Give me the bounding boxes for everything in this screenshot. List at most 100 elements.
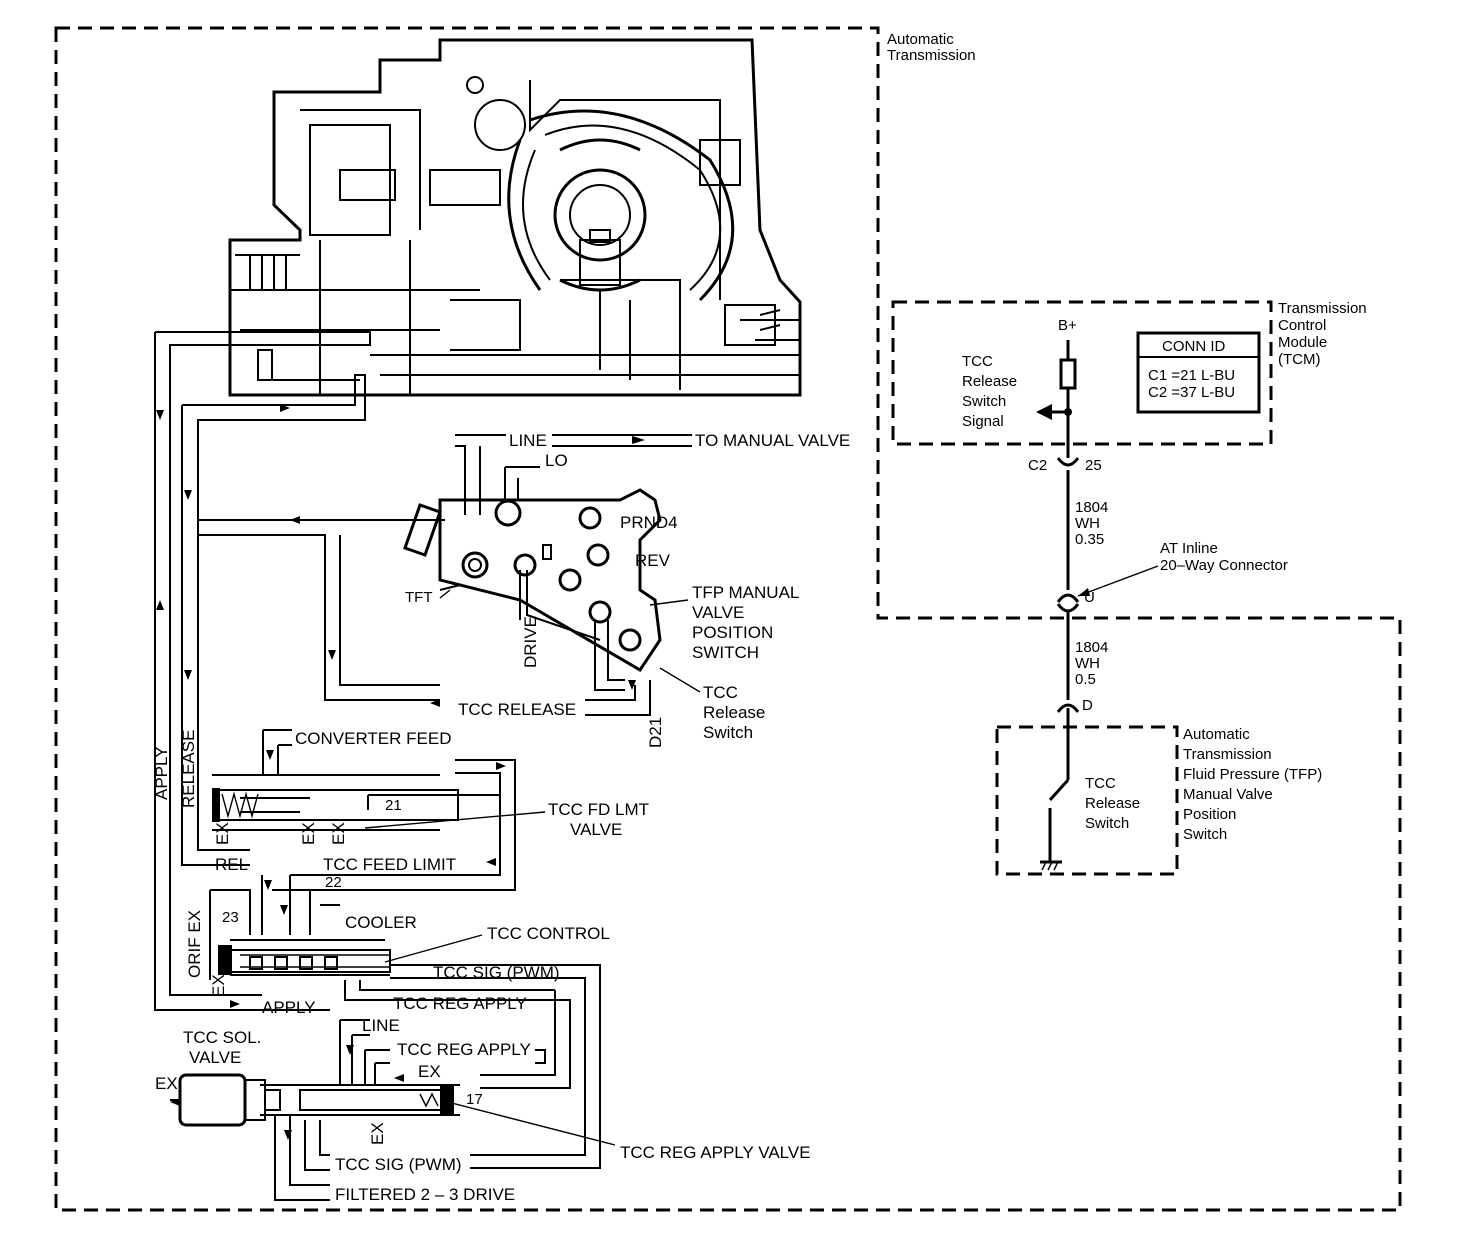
label-tfp-switch-box: Automatic Transmission Fluid Pressure (T… [1183,726,1326,843]
label-release-vertical: RELEASE [179,730,198,808]
label-tcc-reg-apply-1: TCC REG APPLY [393,994,527,1013]
label-ex-5: EX [418,1062,441,1081]
label-tcm: Transmission Control Module (TCM) [1278,300,1371,368]
label-tcc-reg-apply-valve: TCC REG APPLY VALVE [620,1143,811,1162]
label-ex-2: EX [299,822,318,845]
flow-arrows [156,404,645,1140]
label-line: Transmission [1183,746,1272,763]
label-line: 1804 [1075,499,1108,516]
label-tcc-control: TCC CONTROL [487,924,610,943]
label-tcc-sol-valve: TCC SOL. VALVE [183,1028,266,1067]
tcc-solenoid-valve [170,1073,454,1127]
tfp-switch-boundary [995,725,1179,876]
label-21: 21 [385,797,402,814]
label-line: Transmission [1278,300,1367,317]
label-line-lower: LINE [362,1016,400,1035]
label-ex-6: EX [368,1122,387,1145]
conn-id-box [1136,331,1261,414]
label-line: Transmission [887,47,976,64]
label-prnd4: PRND4 [620,513,678,532]
label-inline-connector: AT Inline 20–Way Connector [1160,540,1288,574]
label-ex-sol: EX [155,1074,178,1093]
label-line: WH [1075,655,1100,672]
label-line: 0.5 [1075,671,1096,688]
label-tfp-line: POSITION [692,623,773,642]
hydraulic-passages [154,331,692,1201]
label-b-plus: B+ [1058,317,1077,334]
label-line: VALVE [189,1048,241,1067]
region-labels: Automatic Transmission Transmission Cont… [887,31,1371,843]
label-tcc-sig-pwm-1: TCC SIG (PWM) [433,963,560,982]
label-23: 23 [222,909,239,926]
label-line: Signal [962,413,1004,430]
tcc-control-valve [218,945,391,975]
label-automatic-transmission: Automatic Transmission [887,31,976,64]
label-tcc-reg-apply-2: TCC REG APPLY [397,1040,531,1059]
label-line: TCC SOL. [183,1028,261,1047]
label-ex-3: EX [329,822,348,845]
label-signal: TCC Release Switch Signal [962,353,1021,430]
label-line: 0.35 [1075,531,1104,548]
label-filtered-drive: FILTERED 2 – 3 DRIVE [335,1185,515,1204]
label-pin-d: D [1082,697,1093,714]
label-orif-ex: ORIF EX [185,910,204,978]
label-line: TCC FD LMT [548,800,649,819]
label-line: TCC [1085,775,1116,792]
tcm-boundary [891,300,1273,446]
label-line: Switch [1085,815,1129,832]
label-rev: REV [635,551,671,570]
label-wire-2: 1804 WH 0.5 [1075,639,1113,688]
label-tcc-sig-pwm-2: TCC SIG (PWM) [335,1155,462,1174]
tfp-manual-valve-body [403,488,662,673]
label-conn-c2: C2 =37 L-BU [1148,384,1235,401]
label-pin-u: U [1084,589,1095,606]
pull-up-resistor [1059,358,1077,390]
label-pin-25: 25 [1085,457,1102,474]
label-wire-1: 1804 WH 0.35 [1075,499,1113,548]
label-tfp-line: TFP MANUAL [692,583,799,602]
tcc-feed-limit-valve [212,788,459,822]
label-line: AT Inline [1160,540,1218,557]
label-line: Switch [703,723,753,742]
label-line: Manual Valve [1183,786,1273,803]
label-tcc-fd-lmt-valve: TCC FD LMT VALVE [548,800,653,839]
label-tfp-manual-switch: TFP MANUAL VALVE POSITION SWITCH [692,583,803,662]
label-line: Release [962,373,1017,390]
label-drive: DRIVE [521,616,540,668]
label-line: (TCM) [1278,351,1320,368]
label-22: 22 [325,874,342,891]
label-tfp-line: SWITCH [692,643,759,662]
label-line: Position [1183,806,1236,823]
label-line: TCC [703,683,738,702]
label-ex-1: EX [213,822,232,845]
label-converter-feed: CONVERTER FEED [295,729,452,748]
transmission-housing [228,38,802,397]
label-apply-vertical: APPLY [152,746,171,800]
label-line: Fluid Pressure (TFP) [1183,766,1322,783]
label-line: VALVE [570,820,622,839]
label-tft: TFT [405,589,433,606]
label-line-top: LINE [509,431,547,450]
label-conn-id-title: CONN ID [1162,338,1226,355]
label-c2: C2 [1028,457,1047,474]
label-tcc-release: TCC RELEASE [458,700,576,719]
label-d21: D21 [646,717,665,748]
label-line: WH [1075,515,1100,532]
hydraulic-labels: LINE TO MANUAL VALVE LO PRND4 REV TFT DR… [152,431,850,1204]
label-line: 20–Way Connector [1160,557,1288,574]
label-line: Automatic [1183,726,1250,743]
label-switch: TCC Release Switch [1085,775,1144,832]
label-conn-c1: C1 =21 L-BU [1148,367,1235,384]
label-line: Release [703,703,765,722]
label-to-manual-valve: TO MANUAL VALVE [695,431,850,450]
label-tcc-feed-limit: TCC FEED LIMIT [323,855,456,874]
label-line: Automatic [887,31,954,48]
signal-arrow [1036,404,1052,420]
label-line: Switch [1183,826,1227,843]
electrical-labels: B+ CONN ID C1 =21 L-BU C2 =37 L-BU TCC R… [962,317,1288,832]
label-ex-4: EX [209,974,228,997]
label-tcc-release-switch: TCC Release Switch [703,683,770,742]
label-lo: LO [545,451,568,470]
label-rel: REL [215,855,248,874]
